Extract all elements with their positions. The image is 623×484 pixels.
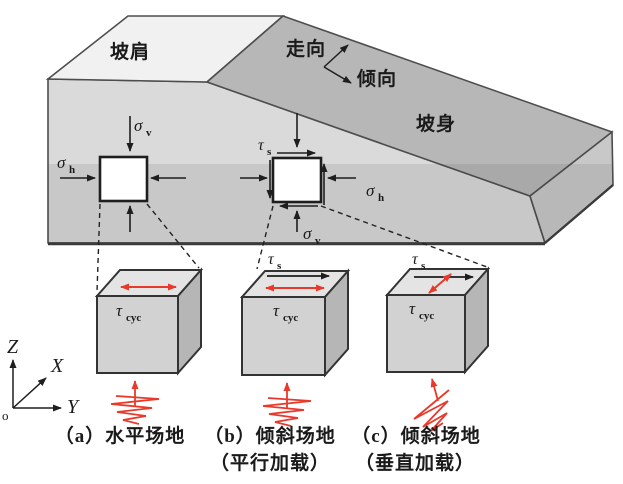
tau-cyc-b-label: τ [273, 301, 280, 320]
cube-c: τ s τ cyc [384, 251, 491, 432]
dashed-line-a-right [146, 203, 200, 269]
cube-a: τ cyc [94, 267, 204, 425]
sigma-v-label: σ [134, 116, 143, 135]
cube-b-seismic-squiggle [262, 397, 312, 427]
sigma-h-sub: h [69, 164, 75, 176]
cube-b-seismic-input [262, 382, 312, 427]
sigma-h-label-2: σ [366, 181, 375, 200]
dip-arrow [323, 66, 352, 84]
stress-element-level: σ v σ h [57, 116, 186, 232]
cube-b-front-face [241, 296, 326, 376]
sigma-v-sub-2: v [315, 235, 321, 247]
tau-cyc-c-sub: cyc [419, 310, 434, 322]
origin-label: o [2, 408, 9, 423]
tau-s-label: τ [258, 137, 265, 154]
cube-a-seismic-squiggle [110, 395, 160, 425]
ground-shade-band [48, 164, 613, 243]
caption-a: （a）水平场地 [55, 424, 186, 447]
coordinate-axes: Z X Y o [2, 336, 80, 423]
projection-lines [96, 203, 488, 293]
tau-s-b-label: τ [268, 251, 275, 268]
tau-s-c-sub: s [421, 260, 426, 272]
label-slope-shoulder: 坡肩 [110, 40, 150, 63]
strike-dip-arrows [323, 44, 352, 84]
sigma-h-sub-2: h [378, 192, 384, 204]
cube-a-seismic-input [110, 380, 160, 425]
caption-b-line2: （平行加载） [210, 451, 330, 474]
x-axis-arrow [12, 377, 47, 409]
y-axis-label: Y [67, 396, 80, 418]
x-axis-label: X [50, 355, 64, 377]
sigma-h-label: σ [57, 153, 66, 172]
tau-s-b-sub: s [277, 260, 282, 272]
label-slope-body: 坡身 [416, 112, 456, 135]
stress-square-level [98, 155, 149, 203]
tau-cyc-b-sub: cyc [283, 312, 298, 324]
label-dip: 倾向 [356, 67, 397, 90]
dashed-line-a-left [96, 203, 101, 293]
tau-s-sub: s [267, 146, 272, 158]
tau-cyc-c-label: τ [409, 299, 416, 318]
sigma-v-sub: v [146, 127, 152, 139]
cube-c-cyclic-arrow [428, 273, 452, 294]
cube-a-front-face [96, 295, 179, 374]
sigma-v-label-2: σ [303, 224, 312, 243]
cube-c-seismic-squiggle [413, 389, 450, 432]
dashed-line-c [320, 205, 488, 268]
cube-b: τ s τ cyc [239, 251, 351, 427]
z-axis-label: Z [7, 336, 19, 358]
stress-square-slope [271, 156, 323, 204]
tau-cyc-a-sub: cyc [126, 312, 141, 324]
caption-b-line1: （b）倾斜场地 [204, 424, 336, 447]
caption-c-line2: （垂直加载） [355, 451, 475, 474]
slope-block [45, 15, 614, 246]
caption-c-line1: （c）倾斜场地 [351, 424, 480, 447]
strike-arrow [323, 44, 349, 68]
tau-s-c-label: τ [412, 251, 419, 268]
label-strike: 走向 [286, 37, 326, 60]
cube-c-seismic-input [413, 378, 450, 432]
dashed-line-b [256, 205, 274, 270]
tau-cyc-a-label: τ [116, 301, 123, 320]
cube-c-front-face [386, 294, 466, 373]
cube-c-seismic-arrow [430, 378, 439, 402]
block-bottom-right-edge [544, 184, 614, 244]
stress-element-slope: τ s σ h σ v [240, 113, 384, 247]
